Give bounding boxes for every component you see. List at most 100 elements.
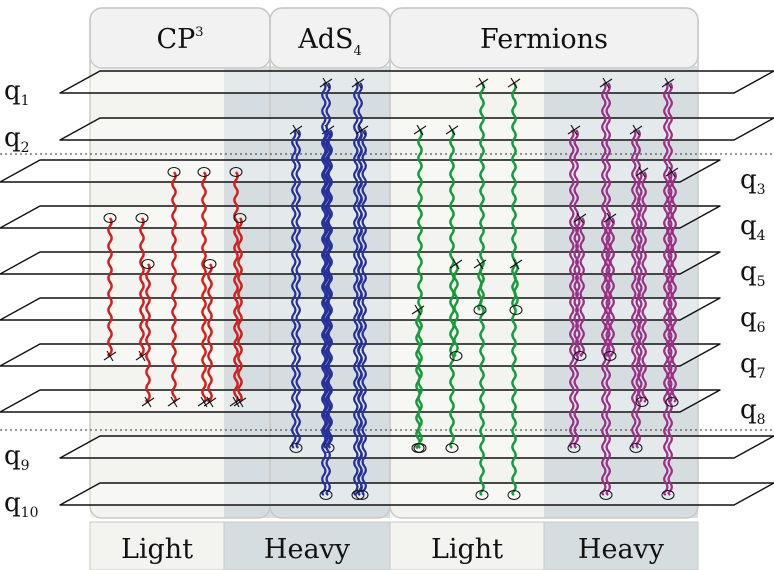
ads4-strand-2-b — [327, 129, 333, 449]
fermions-heavy-start-marker-2 — [599, 77, 613, 89]
plane-label-q9: q9 — [4, 441, 30, 474]
fermions-heavy-strand-6-a — [605, 217, 611, 358]
fermions-light-start-marker-5 — [475, 77, 489, 89]
cp3-strand-3 — [145, 263, 151, 404]
cp3-start-marker-1 — [103, 213, 117, 223]
ads4-strand-1-a — [291, 129, 297, 449]
fermions-light-end-marker-2 — [445, 443, 459, 453]
fermions-heavy-start-marker-7 — [635, 166, 649, 178]
fermions-heavy-end-marker-4 — [661, 490, 675, 500]
plane-label-q5: q5 — [740, 257, 766, 290]
plane-label-q2: q2 — [4, 123, 30, 156]
fermions-light-start-marker-8 — [509, 258, 523, 270]
ads4-strand-5-a — [357, 129, 363, 496]
fermions-heavy-strand-2-a — [601, 82, 607, 496]
fermions-heavy-strand-3-b — [635, 129, 641, 449]
plane-labels-layer: q1 q2 q3 q4 q5 q6 q7 q8 q9 q10 — [4, 76, 766, 521]
fermions-light-strand-5 — [479, 82, 485, 497]
fermions-light-strand-7 — [477, 263, 483, 311]
cp3-end-marker-3 — [141, 396, 155, 408]
fermions-heavy-strand-7-b — [641, 171, 647, 403]
fermions-light-end-marker-5 — [475, 490, 489, 500]
ads4-strand-5-b — [361, 129, 367, 496]
ads4-strand-2-a — [323, 129, 329, 449]
cp3-end-marker-8 — [233, 396, 247, 408]
ads4-start-marker-5 — [355, 124, 369, 136]
fermions-heavy-strand-4-a — [663, 82, 669, 496]
fermions-light-strand-2 — [449, 129, 455, 449]
fermions-light-start-marker-4 — [449, 258, 463, 270]
fermions-heavy-strand-8-b — [671, 171, 677, 403]
fermions-heavy-end-marker-3 — [629, 443, 643, 453]
cp3-strand-1 — [107, 217, 113, 358]
plane-label-q4: q4 — [740, 211, 766, 244]
bottom-label-light-cp3: Light — [121, 534, 193, 565]
fermions-heavy-end-marker-2 — [599, 490, 613, 500]
plane-label-q10: q10 — [4, 488, 38, 521]
fermions-light-strand-3 — [415, 309, 421, 450]
fermions-heavy-start-marker-4 — [661, 77, 675, 89]
plane-label-q7: q7 — [740, 349, 766, 382]
cp3-end-marker-7 — [229, 396, 243, 408]
ads4-start-marker-1 — [289, 124, 303, 136]
plane-label-q1: q1 — [4, 76, 30, 109]
cp3-strand-6 — [207, 263, 213, 404]
fermions-light-start-marker-2 — [445, 124, 459, 136]
cp3-strand-5 — [201, 171, 207, 403]
cp3-strand-4 — [171, 171, 177, 403]
ads4-end-marker-5 — [355, 490, 369, 500]
cp3-start-marker-2 — [135, 213, 149, 223]
fermions-heavy-strand-3-a — [631, 129, 637, 449]
plane-q1 — [59, 70, 774, 94]
fermions-title: Fermions — [480, 24, 608, 55]
fermions-heavy-end-marker-1 — [567, 443, 581, 453]
fermions-heavy-start-marker-8 — [665, 166, 679, 178]
fermions-heavy-strand-1-a — [569, 129, 575, 449]
cp3-start-marker-4 — [167, 167, 181, 177]
fermions-heavy-strand-6-b — [609, 217, 615, 358]
fermions-light-strand-4 — [453, 263, 459, 358]
cp3-heavy-panel — [224, 66, 270, 518]
plane-label-q3: q3 — [740, 165, 766, 198]
cp3-end-marker-6 — [203, 396, 217, 408]
ads4-start-marker-3 — [319, 77, 333, 89]
cp3-start-marker-8 — [233, 213, 247, 223]
ads4-start-marker-4 — [351, 77, 365, 89]
fermions-light-end-marker-6 — [507, 490, 521, 500]
cp3-strand-2 — [139, 217, 145, 358]
plane-label-q8: q8 — [740, 395, 766, 428]
cp3-start-marker-7 — [229, 167, 243, 177]
cp3-start-marker-3 — [141, 259, 155, 269]
fermions-heavy-end-marker-5 — [573, 351, 587, 361]
fermions-heavy-start-marker-5 — [573, 212, 587, 224]
cp3-title: CP3 — [156, 24, 203, 55]
ads4-strand-3-b — [325, 82, 331, 496]
fermions-heavy-start-marker-3 — [629, 124, 643, 136]
bottom-label-light-fermions: Light — [431, 534, 503, 565]
fermions-light-strand-8 — [513, 263, 519, 311]
cp3-light-panel — [90, 66, 224, 518]
plane-q10 — [59, 482, 774, 506]
fermions-heavy-start-marker-1 — [567, 124, 581, 136]
bottom-heavy-box-1 — [223, 521, 391, 570]
fermions-heavy-strand-5-b — [579, 217, 585, 358]
fermions-heavy-end-marker-7 — [635, 397, 649, 407]
ads4-strand-3-a — [321, 82, 327, 496]
fermions-light-start-marker-7 — [473, 258, 487, 270]
fermions-heavy-end-marker-6 — [603, 351, 617, 361]
worldlines-layer — [103, 77, 679, 500]
ads4-title: AdS4 — [297, 24, 362, 59]
fermions-light-start-marker-6 — [507, 77, 521, 89]
cp3-start-marker-5 — [197, 167, 211, 177]
fermions-heavy-strand-7-a — [637, 171, 643, 403]
plane-label-q6: q6 — [740, 303, 766, 336]
bottom-label-heavy-ads4: Heavy — [264, 534, 351, 565]
ads4-strand-1-b — [295, 129, 301, 449]
bottom-light-box-1 — [89, 521, 225, 570]
ads4-end-marker-1 — [289, 443, 303, 453]
fermions-heavy-strand-5-a — [575, 217, 581, 358]
fermions-light-start-marker-1 — [413, 124, 427, 136]
ads4-end-marker-3 — [319, 490, 333, 500]
bottom-light-box-2 — [389, 521, 545, 570]
